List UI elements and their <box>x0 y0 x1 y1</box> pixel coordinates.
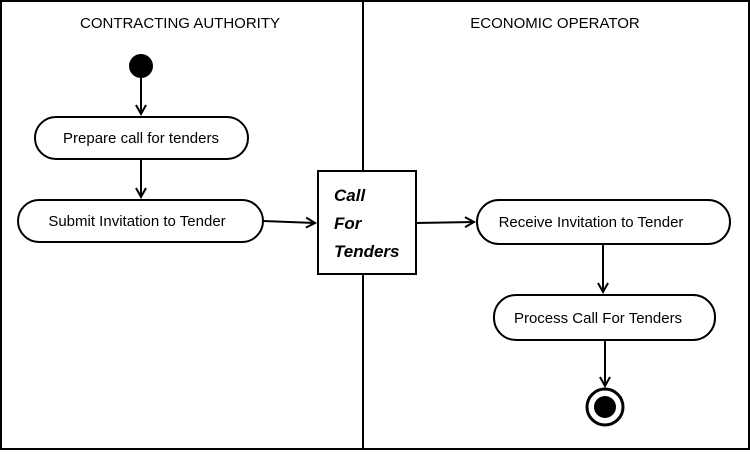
final-node-inner <box>594 396 616 418</box>
swimlane-title-economic-operator: ECONOMIC OPERATOR <box>470 15 640 32</box>
action-process-call-label: Process Call For Tenders <box>514 310 682 327</box>
object-node-line-3: Tenders <box>334 242 400 261</box>
object-node-call-for-tenders <box>317 170 417 275</box>
action-receive-invitation-label: Receive Invitation to Tender <box>499 214 684 231</box>
object-node-line-2: For <box>334 214 363 233</box>
action-submit-invitation-label: Submit Invitation to Tender <box>48 213 225 230</box>
action-prepare-call-label: Prepare call for tenders <box>63 130 219 147</box>
initial-node <box>129 54 153 78</box>
object-node-line-1: Call <box>334 186 366 205</box>
flow-object-to-receive <box>415 222 474 223</box>
flow-submit-to-object <box>262 221 315 223</box>
swimlane-title-contracting-authority: CONTRACTING AUTHORITY <box>80 15 280 32</box>
